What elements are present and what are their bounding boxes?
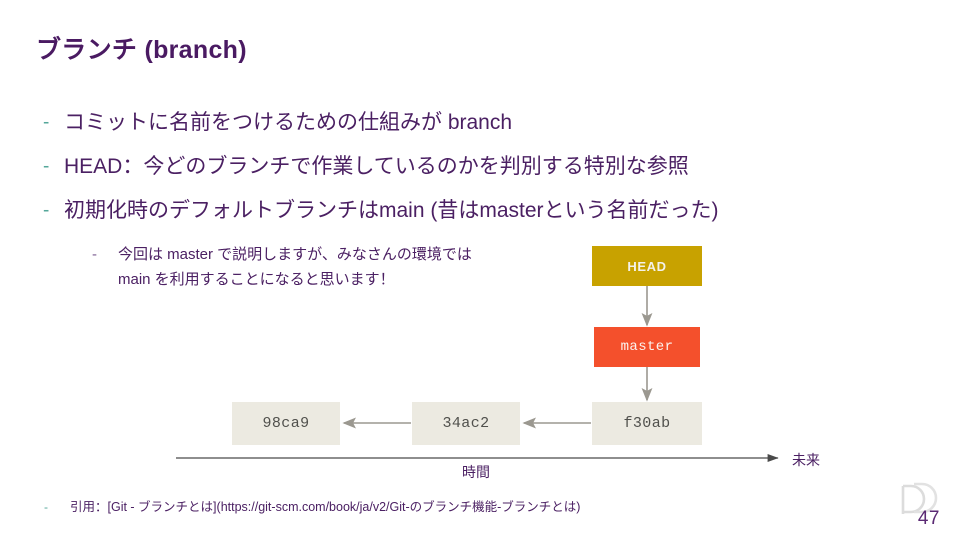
bullet-item: - HEAD：今どのブランチで作業しているのかを判別する特別な参照 (38, 152, 898, 182)
commit-node: f30ab (592, 402, 702, 445)
dash-bullet-icon: - (43, 112, 50, 133)
sub-bullet-item: - 今回は master で説明しますが、みなさんの環境では main を利用す… (92, 242, 612, 292)
dash-bullet-icon: - (44, 500, 48, 514)
timeline-axis-label: 時間 (462, 464, 490, 480)
branch-pointer-label: master (620, 339, 674, 355)
bullet-item-label: コミットに名前をつけるための仕組みが branch (64, 111, 513, 134)
commit-hash-label: f30ab (623, 415, 671, 432)
commit-hash-label: 34ac2 (442, 415, 490, 432)
dash-sub-bullet-icon: - (92, 246, 97, 263)
sub-bullet-line-2: main を利用することになると思います！ (118, 271, 395, 288)
bullet-item: - コミットに名前をつけるための仕組みが branch (38, 108, 898, 138)
commit-node: 98ca9 (232, 402, 340, 445)
commit-hash-label: 98ca9 (262, 415, 310, 432)
page-number: 47 (917, 508, 940, 529)
footer-citation: - 引用：[Git - ブランチとは](https://git-scm.com/… (38, 498, 580, 516)
sub-bullet-label: 今回は master で説明しますが、みなさんの環境では main を利用するこ… (118, 242, 472, 292)
head-pointer-label: HEAD (627, 258, 667, 274)
bullet-list: - コミットに名前をつけるための仕組みが branch - HEAD：今どのブラ… (38, 108, 898, 240)
sub-bullet-line-1: 今回は master で説明しますが、みなさんの環境では (118, 246, 472, 263)
dash-bullet-icon: - (43, 200, 50, 221)
timeline-future-label: 未来 (792, 452, 820, 468)
bullet-item: - 初期化時のデフォルトブランチはmain (昔はmasterという名前だった) (38, 196, 898, 226)
commit-node: 34ac2 (412, 402, 520, 445)
brand-logo-icon (901, 482, 938, 514)
bullet-item-label: 初期化時のデフォルトブランチはmain (昔はmasterという名前だった) (64, 199, 719, 222)
branch-pointer-node: master (594, 327, 700, 367)
dash-bullet-icon: - (43, 156, 50, 177)
bullet-item-label: HEAD：今どのブランチで作業しているのかを判別する特別な参照 (64, 155, 689, 178)
citation-label: 引用：[Git - ブランチとは](https://git-scm.com/bo… (70, 500, 581, 514)
page-title: ブランチ (branch) (36, 36, 247, 64)
head-pointer-node: HEAD (592, 246, 702, 286)
sub-bullet-list: - 今回は master で説明しますが、みなさんの環境では main を利用す… (92, 242, 612, 292)
